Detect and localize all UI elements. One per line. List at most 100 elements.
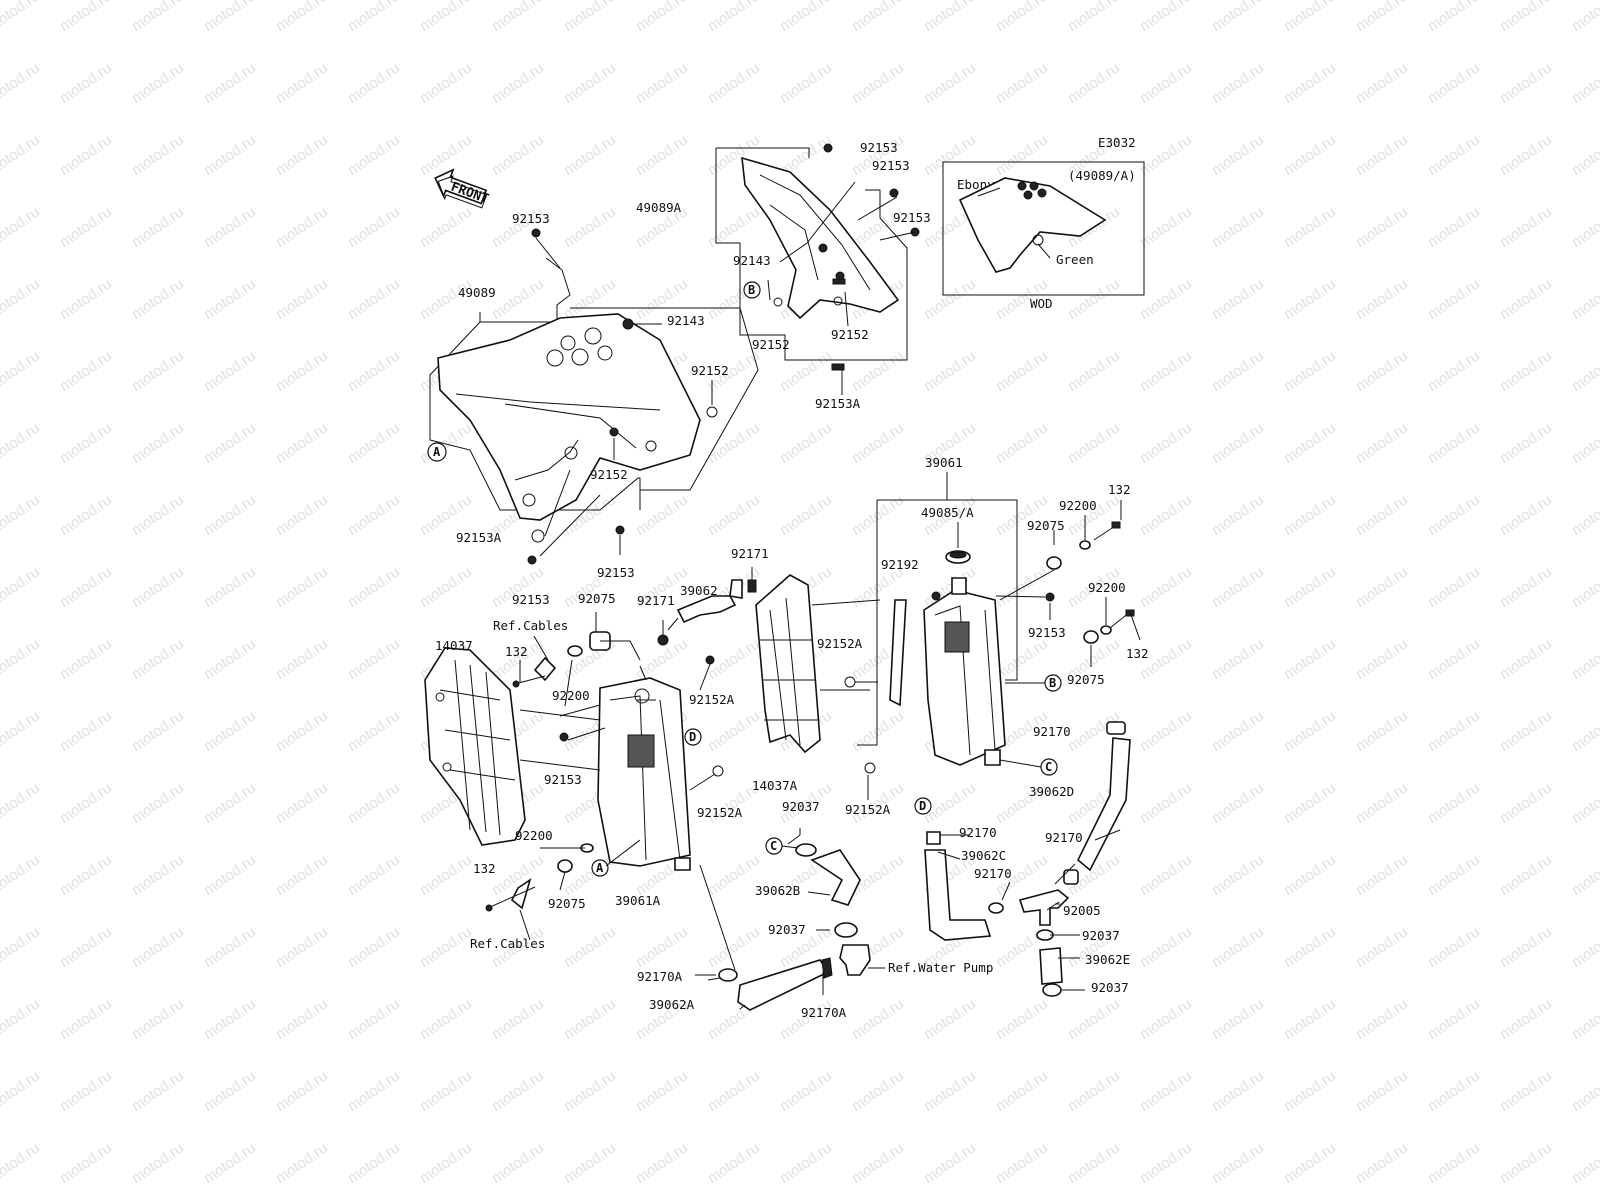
option-ref: (49089/A) — [1068, 168, 1136, 183]
callout-a-top-text: A — [433, 445, 441, 459]
callout-c-mid-text: C — [770, 839, 777, 853]
right-shroud-group — [715, 143, 920, 361]
label-39062A: 39062A — [649, 997, 695, 1012]
upper-hose-39062 — [657, 567, 757, 646]
lower-hoses-middle — [695, 828, 885, 1011]
label-49089: 49089 — [458, 285, 496, 300]
label-92170A-b: 92170A — [801, 1005, 847, 1020]
label-92037-a: 92037 — [1082, 928, 1120, 943]
label-92192: 92192 — [881, 557, 919, 572]
label-92170-c: 92170 — [1045, 830, 1083, 845]
label-92171-b: 92171 — [637, 593, 675, 608]
color-option-box: (49089/A) Ebony Green WOD — [942, 161, 1145, 311]
breather-tube — [889, 599, 907, 707]
option-color-green: Green — [1056, 252, 1094, 267]
label-92153A-b: 92153A — [456, 530, 502, 545]
label-39061A: 39061A — [615, 893, 661, 908]
label-92153-f: 92153 — [512, 592, 550, 607]
label-92152A-a: 92152A — [689, 692, 735, 707]
label-92075-c: 92075 — [1027, 518, 1065, 533]
hose-39062B — [810, 849, 861, 906]
left-radiator-guard — [424, 647, 526, 846]
diagram-code: E3032 — [1098, 135, 1136, 150]
right-radiator — [844, 472, 1055, 774]
label-92170-d: 92170 — [974, 866, 1012, 881]
right-shroud — [741, 156, 900, 320]
hose-39062E — [1039, 947, 1063, 985]
label-39062: 39062 — [680, 583, 718, 598]
label-92200-b: 92200 — [515, 828, 553, 843]
label-132-c: 132 — [1108, 482, 1131, 497]
label-92152-d: 92152 — [590, 467, 628, 482]
hose-39062C — [924, 849, 992, 941]
label-92152A-d: 92152A — [845, 802, 891, 817]
label-39061: 39061 — [925, 455, 963, 470]
label-92143-b: 92143 — [667, 313, 705, 328]
label-39062C: 39062C — [961, 848, 1006, 863]
label-14037A: 14037A — [752, 778, 798, 793]
left-shroud — [437, 313, 701, 521]
label-92153-h: 92153 — [1028, 625, 1066, 640]
label-92153-d: 92153 — [512, 211, 550, 226]
label-92153-e: 92153 — [597, 565, 635, 580]
lower-hoses-right — [924, 721, 1131, 997]
label-92171-a: 92171 — [731, 546, 769, 561]
callout-d-left — [684, 728, 702, 746]
label-39062E: 39062E — [1085, 952, 1130, 967]
label-92143-a: 92143 — [733, 253, 771, 268]
label-92170A-a: 92170A — [637, 969, 683, 984]
hose-39062D — [1077, 737, 1131, 872]
left-shroud-group — [429, 228, 759, 565]
label-92037-b: 92037 — [1091, 980, 1129, 995]
label-39062B: 39062B — [755, 883, 800, 898]
label-ref-cables-a: Ref.Cables — [493, 618, 568, 633]
water-pump-fitting — [839, 944, 871, 976]
left-radiator — [519, 655, 724, 871]
label-92075-a: 92075 — [578, 591, 616, 606]
callout-a-top — [427, 442, 447, 462]
label-92170-a: 92170 — [1033, 724, 1071, 739]
hose-39062A — [737, 959, 830, 1011]
callout-a-left-text: A — [596, 861, 604, 875]
label-92153-g: 92153 — [544, 772, 582, 787]
callout-b-right-text: B — [1049, 676, 1056, 690]
label-49089A: 49089A — [636, 200, 682, 215]
label-92200-c: 92200 — [1059, 498, 1097, 513]
label-92170-b: 92170 — [959, 825, 997, 840]
callout-d-right — [914, 797, 932, 815]
label-ref-cables-b: Ref.Cables — [470, 936, 545, 951]
label-92153-a: 92153 — [860, 140, 898, 155]
label-92152-b: 92152 — [831, 327, 869, 342]
label-132-a: 132 — [505, 644, 528, 659]
right-fasteners — [999, 500, 1141, 667]
callout-d-left-text: D — [689, 730, 696, 744]
label-92037-d: 92037 — [768, 922, 806, 937]
right-radiator-guard — [755, 574, 881, 754]
label-92005: 92005 — [1063, 903, 1101, 918]
label-49085A: 49085/A — [921, 505, 974, 520]
tee-joint-92005 — [1018, 889, 1070, 926]
label-92075-b: 92075 — [548, 896, 586, 911]
label-92152A-b: 92152A — [697, 805, 743, 820]
callout-b-top — [743, 281, 761, 299]
label-92152-a: 92152 — [752, 337, 790, 352]
label-92200-a: 92200 — [552, 688, 590, 703]
callout-d-right-text: D — [919, 799, 926, 813]
label-92037-c: 92037 — [782, 799, 820, 814]
label-92153-c: 92153 — [893, 210, 931, 225]
label-92153A-a: 92153A — [815, 396, 861, 411]
label-39062D: 39062D — [1029, 784, 1074, 799]
label-92152A-c: 92152A — [817, 636, 863, 651]
label-92153-b: 92153 — [872, 158, 910, 173]
callout-c-right-text: C — [1045, 760, 1052, 774]
callout-a-left — [591, 859, 609, 877]
label-ref-water-pump: Ref.Water Pump — [888, 960, 993, 975]
callout-b-top-text: B — [748, 283, 755, 297]
front-arrow-icon: FRONT — [434, 168, 491, 209]
label-92200-d: 92200 — [1088, 580, 1126, 595]
label-92152-c: 92152 — [691, 363, 729, 378]
label-92075-d: 92075 — [1067, 672, 1105, 687]
left-fasteners — [485, 631, 641, 912]
label-14037: 14037 — [435, 638, 473, 653]
